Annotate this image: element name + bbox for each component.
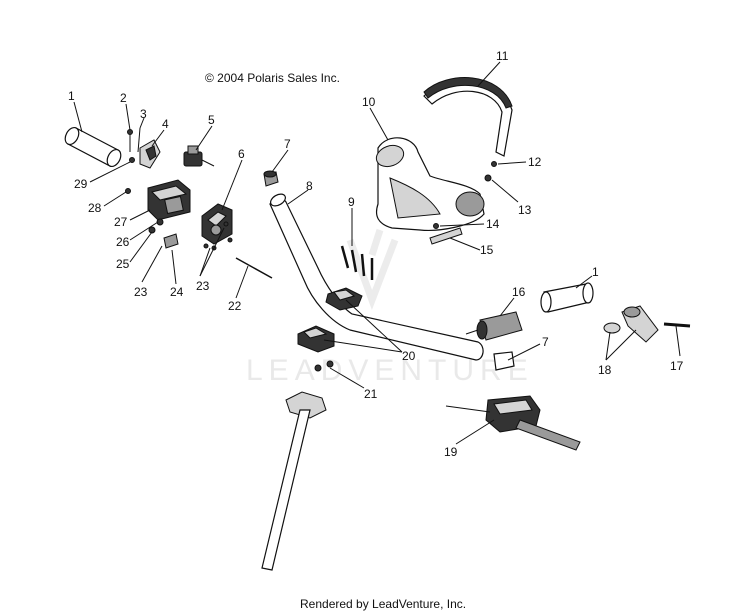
copyright-text: © 2004 Polaris Sales Inc. — [205, 71, 340, 85]
callout-19: 19 — [444, 445, 458, 459]
part-13-nut[interactable] — [484, 174, 492, 182]
watermark: LEADVENTURE — [246, 228, 534, 387]
part-12-screw[interactable] — [491, 161, 497, 167]
callout-7-upper: 7 — [284, 137, 291, 151]
leader-lines — [73, 61, 681, 445]
part-5-switch[interactable] — [183, 145, 215, 167]
callout-16: 16 — [512, 285, 526, 299]
part-21-nuts[interactable] — [314, 360, 334, 372]
callout-1-right: 1 — [592, 265, 599, 279]
callout-3: 3 — [140, 107, 147, 121]
part-20-bar-clamps[interactable] — [297, 287, 363, 353]
part-26-button[interactable] — [156, 218, 164, 226]
callout-20: 20 — [402, 349, 416, 363]
part-7-end-plug-lower[interactable] — [493, 351, 515, 371]
callout-23-right: 23 — [196, 279, 210, 293]
callout-5: 5 — [208, 113, 215, 127]
callout-29: 29 — [74, 177, 88, 191]
callout-12: 12 — [528, 155, 542, 169]
part-24-toggle[interactable] — [163, 233, 179, 249]
callout-11: 11 — [496, 49, 509, 63]
callout-15: 15 — [480, 243, 494, 257]
callout-18: 18 — [598, 363, 612, 377]
part-11-strap[interactable] — [423, 77, 513, 157]
callout-14: 14 — [486, 217, 500, 231]
part-7-end-plug[interactable] — [263, 170, 279, 187]
part-25-button[interactable] — [148, 226, 156, 234]
callout-8: 8 — [306, 179, 313, 193]
part-1-left-grip[interactable] — [62, 125, 123, 169]
callout-23-left: 23 — [134, 285, 148, 299]
callout-7-lower: 7 — [542, 335, 549, 349]
part-28-washer[interactable] — [125, 188, 131, 194]
part-22-cable[interactable] — [235, 257, 273, 279]
part-3-pin[interactable] — [137, 127, 141, 153]
callout-28: 28 — [88, 201, 102, 215]
callout-4: 4 — [162, 117, 169, 131]
part-19-brake-lever[interactable] — [445, 395, 581, 451]
callout-6: 6 — [238, 147, 245, 161]
footer-text: Rendered by LeadVenture, Inc. — [300, 597, 466, 611]
steering-column[interactable] — [261, 391, 327, 571]
part-16-throttle-grip[interactable] — [465, 311, 523, 341]
callout-13: 13 — [518, 203, 532, 217]
part-4-clip[interactable] — [139, 139, 161, 169]
callout-24: 24 — [170, 285, 184, 299]
part-18-bar-end[interactable] — [603, 305, 659, 343]
part-17-pin[interactable] — [663, 322, 691, 328]
callout-10: 10 — [362, 95, 376, 109]
part-27-switch-housing[interactable] — [147, 179, 191, 221]
callout-2: 2 — [120, 91, 127, 105]
part-2-screw[interactable] — [127, 129, 133, 153]
callout-9: 9 — [348, 195, 355, 209]
callout-21: 21 — [364, 387, 378, 401]
part-1-right-grip[interactable] — [540, 282, 594, 313]
callout-22: 22 — [228, 299, 242, 313]
watermark-text: LEADVENTURE — [246, 354, 534, 387]
part-15-bracket[interactable] — [429, 227, 463, 245]
part-6-throttle-housing[interactable] — [201, 203, 233, 245]
part-14-screw[interactable] — [433, 223, 439, 229]
callout-numbers: 1 2 3 4 5 6 7 8 9 10 11 12 13 14 15 16 1… — [68, 49, 684, 459]
callout-26: 26 — [116, 235, 130, 249]
callout-17: 17 — [670, 359, 684, 373]
callout-25: 25 — [116, 257, 130, 271]
callout-27: 27 — [114, 215, 128, 229]
callout-1-left: 1 — [68, 89, 75, 103]
part-29-spring[interactable] — [129, 157, 135, 163]
part-9-bolts[interactable] — [340, 245, 374, 280]
part-10-pod[interactable] — [373, 137, 485, 231]
